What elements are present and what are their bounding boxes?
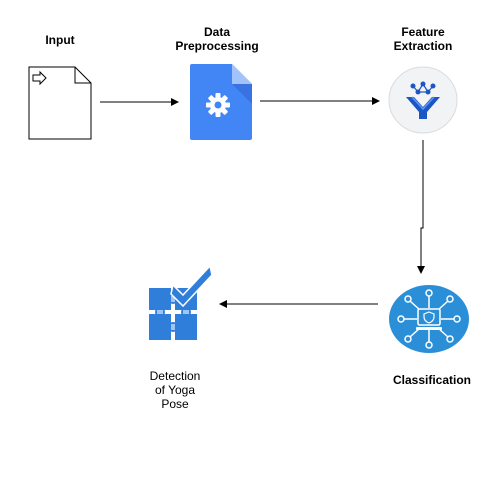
feature-extraction-label: Feature Extraction xyxy=(368,25,478,53)
feature-extraction-label-line1: Feature xyxy=(401,25,445,39)
feature-extraction-label-line2: Extraction xyxy=(393,39,453,53)
detection-label: Detection of Yoga Pose xyxy=(130,369,220,411)
input-node xyxy=(28,66,92,140)
preprocessing-node xyxy=(190,64,252,140)
detection-label-line3: Pose xyxy=(161,397,189,411)
network-hub-icon xyxy=(389,285,469,353)
classification-node xyxy=(388,284,470,354)
funnel-network-icon xyxy=(388,66,458,134)
document-gear-icon xyxy=(190,64,252,140)
document-arrow-icon xyxy=(28,66,92,140)
edge-feature-extraction-to-classification xyxy=(417,140,425,274)
feature-extraction-node xyxy=(388,66,458,134)
classification-label: Classification xyxy=(392,373,472,387)
input-label: Input xyxy=(45,33,75,47)
preprocessing-label-line2: Preprocessing xyxy=(175,39,259,53)
preprocessing-label: Data Preprocessing xyxy=(165,25,269,53)
puzzle-check-icon xyxy=(149,264,213,340)
detection-label-line1: Detection xyxy=(149,369,201,383)
detection-label-line2: of Yoga xyxy=(154,383,196,397)
detection-node xyxy=(147,263,213,343)
preprocessing-label-line1: Data xyxy=(203,25,230,39)
